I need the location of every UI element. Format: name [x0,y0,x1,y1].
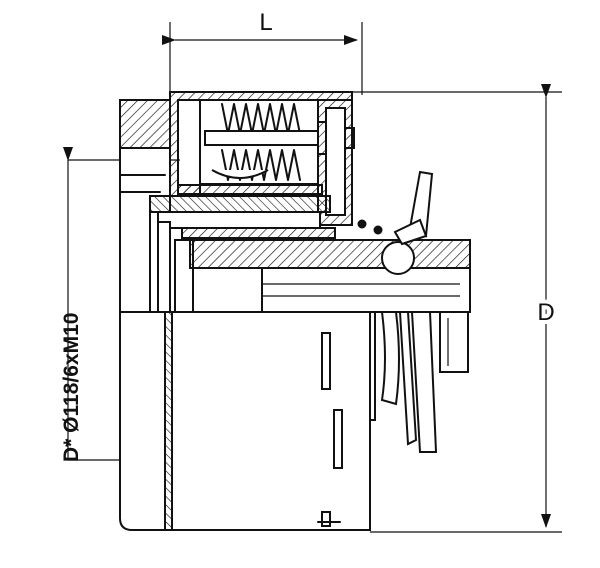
label-bolt-circle: D* Ø118/6xM10 [60,313,83,462]
spring-lower [221,149,301,181]
disk-vertical-1 [149,211,159,313]
slot-3 [321,511,331,527]
pin-1 [357,219,367,229]
housing-flange-section [164,311,173,531]
plate-housing [439,311,469,373]
spring-seat [211,169,269,179]
plate-4 [410,311,438,453]
plate-2 [380,311,400,406]
slot-2 [333,409,343,469]
slot-1 [321,332,331,390]
disk-vertical-2 [157,221,171,313]
hub-flange [181,227,336,239]
friction-disk [149,195,331,213]
plate-3 [398,311,418,446]
housing-body [119,311,371,531]
lever-pivot [393,218,428,246]
outer-flange [119,99,171,149]
label-l: L [259,9,272,36]
release-plates [369,311,469,453]
pin-2 [373,225,383,235]
label-d: D [537,299,554,326]
dimension-diameter: D [350,84,562,533]
housing-lower [119,311,371,531]
pressure-plate [177,184,323,195]
plate-1 [369,311,376,421]
spring-upper [221,103,301,135]
dimension-length: L [162,9,363,95]
disk-vertical-3 [174,239,194,313]
right-cover-inner [325,107,346,216]
hub-section [189,239,471,269]
shaft [261,267,471,313]
release-ball [381,241,415,275]
armature-plate [149,211,321,229]
bolt-shaft [204,130,334,146]
upper-section [119,91,471,313]
